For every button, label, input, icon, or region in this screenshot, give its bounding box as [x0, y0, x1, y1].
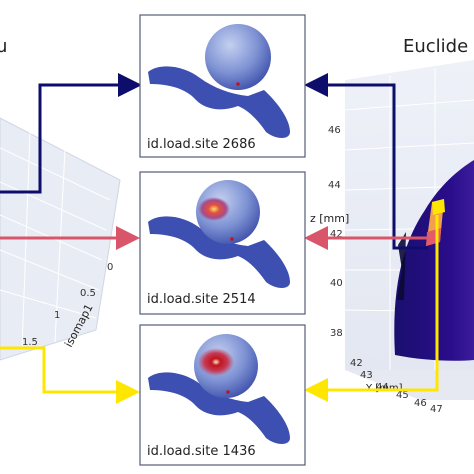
- left-tick-1: 1: [54, 310, 60, 321]
- hotspot-strong: [198, 348, 234, 376]
- connector-arrows: [0, 73, 439, 404]
- panel-site-2686: id.load.site 2686: [139, 14, 306, 158]
- z-tick-46: 46: [328, 125, 341, 136]
- y-tick-45: 45: [396, 390, 409, 401]
- panel-site-1436: id.load.site 1436: [139, 324, 306, 466]
- vessel-model: [148, 180, 290, 288]
- y-tick-43: 43: [360, 370, 373, 381]
- z-tick-38: 38: [330, 328, 343, 339]
- arrow-navy-left: [0, 73, 142, 194]
- arrow-navy-right: [304, 73, 428, 250]
- panel-label: id.load.site 2514: [147, 292, 256, 307]
- panel-site-2514: id.load.site 2514: [139, 171, 306, 315]
- z-tick-40: 40: [330, 278, 343, 289]
- y-tick-46: 46: [414, 398, 427, 409]
- right-plot-title: Euclide: [403, 36, 468, 57]
- arrow-yellow-right: [304, 215, 439, 402]
- left-tick-1.5: 1.5: [22, 337, 38, 348]
- hotspot-medium: [198, 197, 230, 221]
- bulb-surface: [394, 160, 474, 361]
- z-tick-42: 42: [330, 229, 343, 240]
- z-tick-44: 44: [328, 180, 341, 191]
- y-tick-47: 47: [430, 404, 443, 415]
- left-plot-title: u: [0, 36, 7, 57]
- panel-label: id.load.site 1436: [147, 444, 256, 459]
- arrow-yellow-left: [0, 346, 140, 404]
- left-tick-0.5: 0.5: [80, 288, 96, 299]
- vessel-model: [148, 334, 290, 444]
- vessel-model: [148, 24, 290, 138]
- y-tick-44: 44: [376, 382, 389, 393]
- y-tick-42: 42: [350, 358, 363, 369]
- right-euclidean-plot: Euclide 46 44 42 40 38 z [mm] 42 43 44 4…: [310, 36, 474, 415]
- z-axis-label: z [mm]: [310, 212, 349, 225]
- left-tick-0: 0: [107, 262, 113, 273]
- panel-label: id.load.site 2686: [147, 137, 256, 152]
